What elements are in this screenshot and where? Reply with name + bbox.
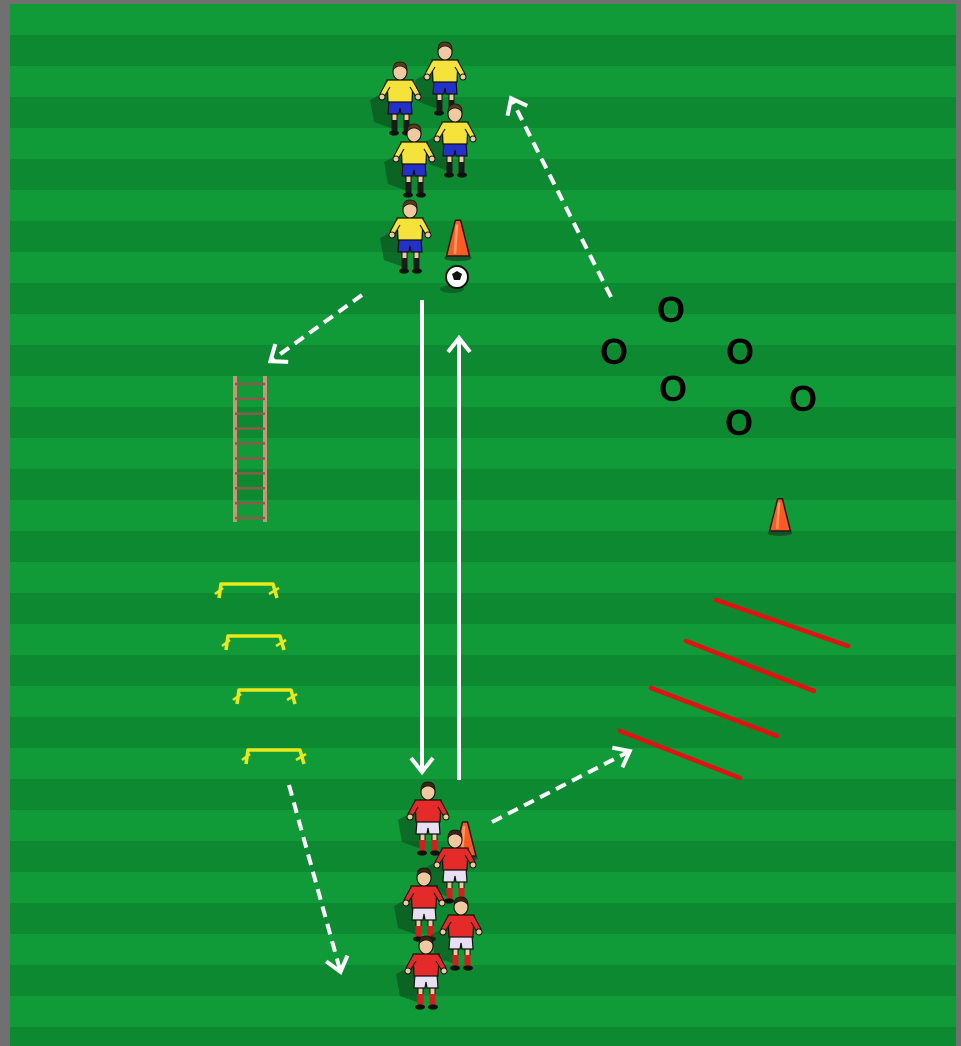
- pitch-stripe: [10, 624, 956, 655]
- pitch-stripe: [10, 810, 956, 841]
- pitch-field: [10, 4, 956, 1046]
- pitch-stripe: [10, 128, 956, 159]
- disc-marker: O: [600, 331, 628, 372]
- pitch-stripe: [10, 252, 956, 283]
- disc-marker: O: [789, 378, 817, 419]
- disc-marker: O: [657, 289, 685, 330]
- disc-marker: O: [725, 402, 753, 443]
- pitch-stripe: [10, 438, 956, 469]
- disc-marker: O: [726, 331, 754, 372]
- pitch-stripe: [10, 934, 956, 965]
- pitch-stripe: [10, 190, 956, 221]
- pitch-stripe: [10, 748, 956, 779]
- pitch-stripe: [10, 4, 956, 35]
- pitch-stripe: [10, 872, 956, 903]
- pitch-stripe: [10, 66, 956, 97]
- pitch-stripe: [10, 562, 956, 593]
- pitch-stripe: [10, 500, 956, 531]
- pitch-stripe: [10, 314, 956, 345]
- pitch-stripe: [10, 996, 956, 1027]
- disc-marker: O: [659, 368, 687, 409]
